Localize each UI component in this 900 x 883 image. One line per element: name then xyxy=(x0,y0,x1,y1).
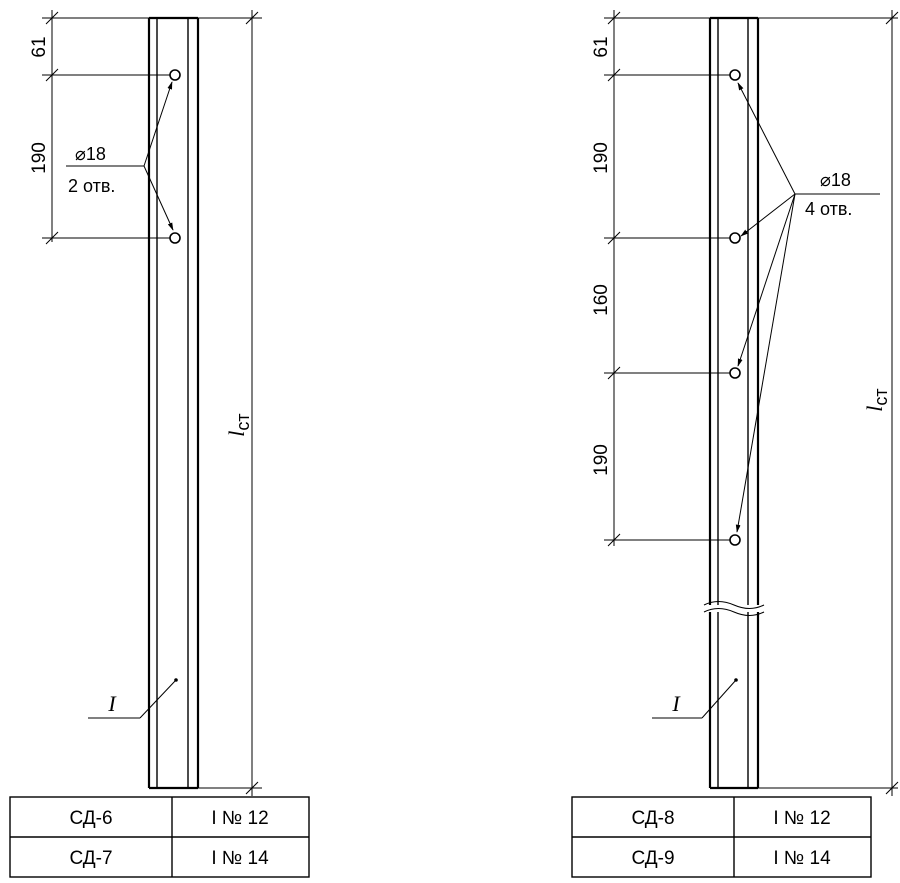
right-hole-4 xyxy=(729,534,741,546)
left-post-drawing: 61 190 ⌀18 2 отв. lст I xyxy=(9,10,310,878)
right-table-mark-1: СД-8 xyxy=(631,808,674,829)
right-length-dimension xyxy=(758,10,899,796)
right-hole-count: 4 отв. xyxy=(805,199,852,219)
right-dim-61: 61 xyxy=(591,36,612,57)
left-hole-leader xyxy=(66,81,174,231)
left-length-label: lст xyxy=(224,413,253,436)
left-table-mark-1: СД-6 xyxy=(69,808,112,829)
right-spec-table xyxy=(571,796,872,878)
right-dim-160: 160 xyxy=(591,284,612,316)
right-dim-190-bottom: 190 xyxy=(591,444,612,476)
right-hole-3 xyxy=(729,367,741,379)
left-dimension-chain xyxy=(42,10,175,245)
right-dimension-chain xyxy=(604,10,735,547)
left-table-profile-1: I № 12 xyxy=(211,808,268,829)
left-hole-2 xyxy=(169,232,181,244)
left-section-symbol: I xyxy=(107,691,117,716)
left-table-mark-2: СД-7 xyxy=(69,848,112,869)
left-dim-61: 61 xyxy=(29,36,50,57)
right-table-profile-1: I № 12 xyxy=(773,808,830,829)
right-section-symbol: I xyxy=(671,691,681,716)
left-post-beam xyxy=(147,16,200,790)
left-hole-1 xyxy=(169,69,181,81)
left-length-dimension xyxy=(198,10,262,796)
left-section-leader xyxy=(88,678,178,719)
right-post-drawing: 61 190 160 190 ⌀18 4 отв. lст xyxy=(571,10,899,878)
left-hole-count: 2 отв. xyxy=(68,176,115,196)
left-hole-diameter: ⌀18 xyxy=(75,144,106,164)
right-post-beam xyxy=(703,16,765,790)
left-spec-table xyxy=(9,796,310,878)
right-table-profile-2: I № 14 xyxy=(773,848,831,869)
right-dim-190-top: 190 xyxy=(591,142,612,174)
right-hole-leader xyxy=(735,82,880,533)
left-dim-190: 190 xyxy=(29,142,50,174)
right-table-mark-2: СД-9 xyxy=(631,848,674,869)
right-hole-2 xyxy=(729,232,741,244)
left-table-profile-2: I № 14 xyxy=(211,848,269,869)
right-hole-1 xyxy=(729,69,741,81)
right-hole-diameter: ⌀18 xyxy=(820,170,851,190)
right-section-leader xyxy=(652,678,738,719)
right-length-label: lст xyxy=(862,388,891,411)
